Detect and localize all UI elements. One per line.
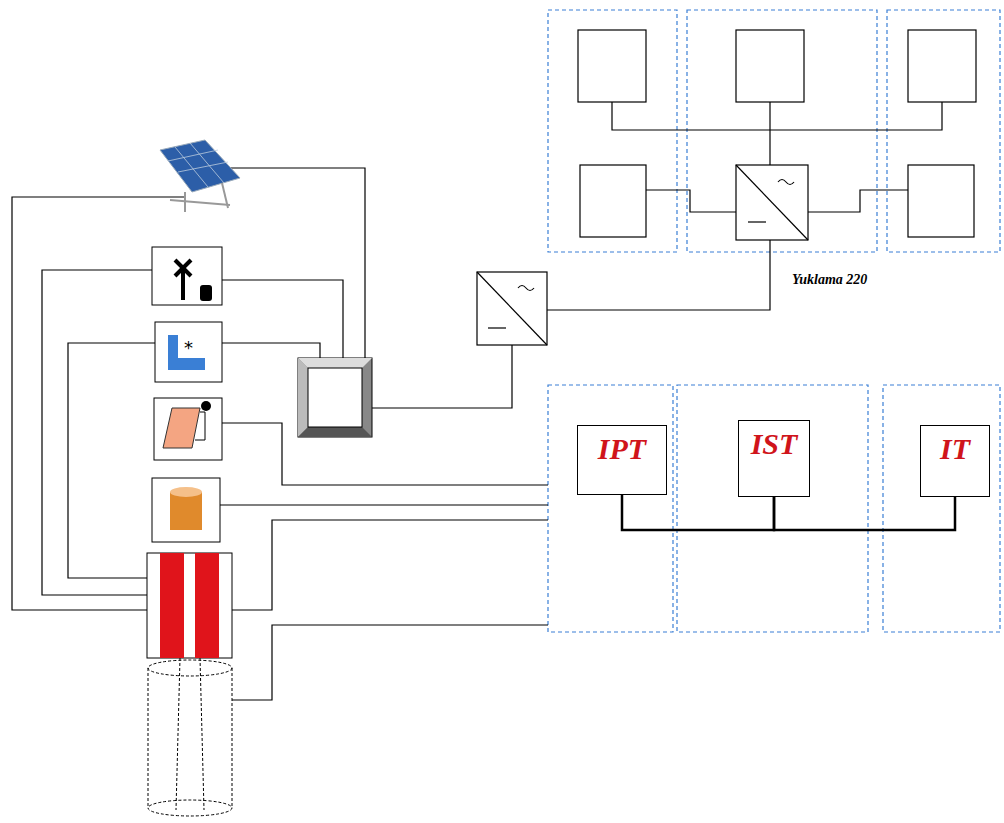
load-label: Yuklama 220 [790, 272, 869, 288]
process-box: IST [738, 420, 810, 497]
bus-connector [774, 497, 955, 530]
bus-connector [622, 495, 774, 530]
process-box: IPT [577, 425, 667, 495]
box-label: IST [751, 421, 798, 459]
box-label: IPT [598, 426, 646, 464]
svg-text:*: * [184, 337, 193, 358]
process-box: IT [920, 425, 990, 497]
box-label: IT [940, 426, 970, 464]
